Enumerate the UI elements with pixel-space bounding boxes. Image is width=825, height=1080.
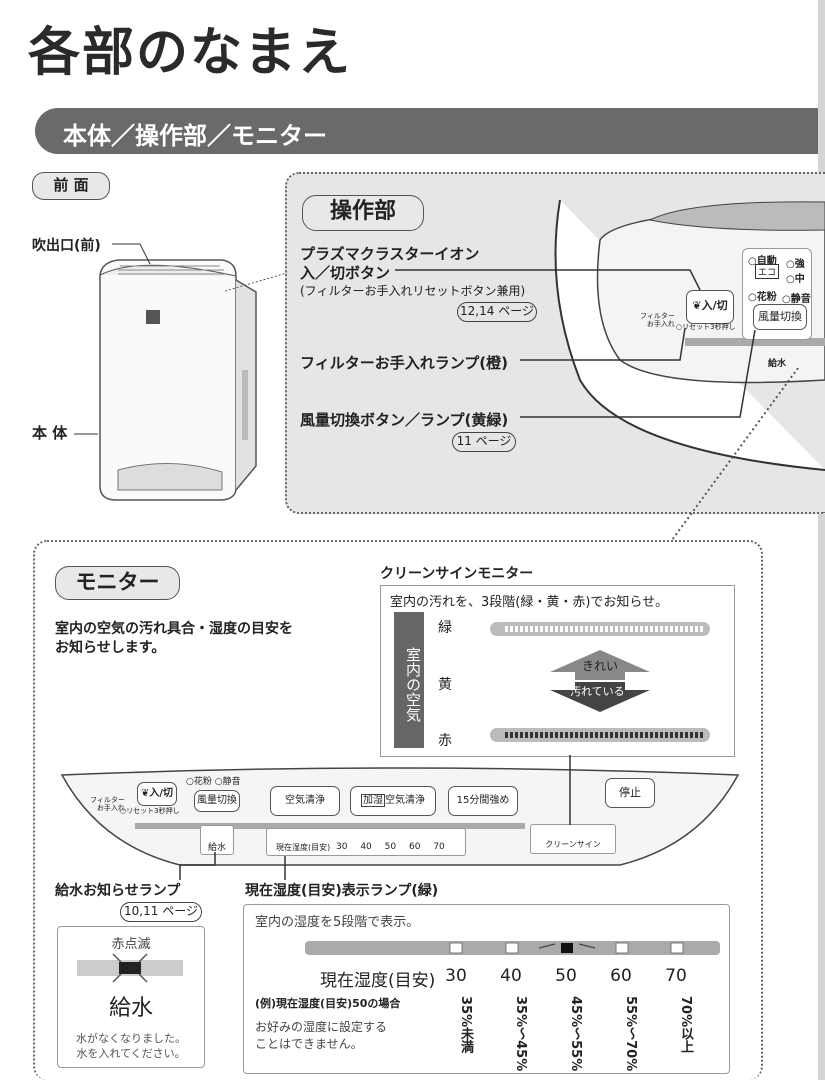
strong-lamp-label: ○強 [786, 259, 805, 270]
water-small-label: 給水 [768, 359, 787, 369]
humid-air-clean-button[interactable]: 加湿空気清浄 [350, 786, 436, 816]
level-yellow: 黄 [438, 677, 452, 693]
control-leaders [395, 269, 756, 418]
filter-lamp-label: フィルターお手入れランプ(橙) [300, 354, 508, 372]
clean-sign-desc: 室内の汚れを、3段階(緑・黄・赤)でお知らせ。 [390, 595, 669, 610]
plasma-icon: ❦ [692, 299, 702, 312]
humidity-desc: 室内の湿度を5段階で表示。 [255, 915, 420, 930]
humidity-row-label: 現在湿度(目安) [320, 971, 436, 991]
humidity-value-60: 60 [610, 966, 632, 986]
humidity-value-40: 40 [500, 966, 522, 986]
monitor-callout [33, 540, 763, 1080]
humidity-lamp-title: 現在湿度(目安)表示ランプ(緑) [245, 883, 439, 899]
monitor-pollen-label: ○花粉 ○静音 [186, 777, 241, 787]
monitor-onoff-button[interactable]: ❦入/切 [137, 782, 177, 806]
humidity-example: (例)現在湿度(目安)50の場合 [255, 997, 401, 1010]
plasma-page-ref[interactable]: 12,14 ページ [457, 302, 537, 322]
monitor-reset-small: ○リセット3秒押し [120, 807, 180, 815]
auto-lamp-label: ○自動 [748, 256, 777, 267]
water-big-label: 給水 [108, 996, 153, 1021]
water-page-ref[interactable]: 10,11 ページ [120, 902, 202, 922]
monitor-desc-1: 室内の空気の汚れ具合・湿度の目安を [55, 621, 293, 637]
level-green: 緑 [438, 620, 452, 636]
monitor-clean-sign-display: クリーンサイン [530, 824, 616, 854]
monitor-humidity-values: 30 40 50 60 70 [336, 842, 445, 852]
humidity-lamp-bar [305, 941, 720, 955]
plasma-note: (フィルターお手入れリセットボタン兼用) [300, 284, 526, 298]
section-heading: 本体／操作部／モニター [35, 108, 825, 154]
control-heading: 操作部 [302, 195, 424, 231]
monitor-leader [671, 368, 799, 541]
clean-sign-title: クリーンサインモニター [380, 566, 534, 582]
humidity-note-2: ことはできません。 [255, 1037, 363, 1051]
monitor-water-lamp: 給水 [200, 825, 234, 855]
air-clean-button[interactable]: 空気清浄 [270, 786, 340, 816]
unit-illustration [74, 243, 257, 501]
page-title: 各部のなまえ [28, 23, 353, 83]
plasma-onoff-button[interactable]: ❦入/切 [686, 290, 734, 324]
page-edge-rule [818, 0, 825, 1080]
monitor-filter-small: フィルターお手入れ [90, 796, 125, 812]
clean-sign-bars [490, 622, 710, 742]
boost-15min-button[interactable]: 15分間強め [448, 786, 518, 816]
outlet-label: 吹出口(前) [32, 238, 101, 254]
stop-button[interactable]: 停止 [605, 778, 655, 808]
monitor-humidity-label: 現在湿度(目安) [276, 843, 331, 852]
level-red: 赤 [438, 733, 452, 749]
water-lamp-box [57, 926, 205, 1068]
fan-page-ref[interactable]: 11 ページ [452, 432, 516, 452]
humidity-value-70: 70 [665, 966, 687, 986]
pollen-lamp-label: ○花粉 [748, 292, 777, 303]
fan-button-label: 風量切換ボタン／ランプ(黄緑) [300, 411, 509, 429]
water-lamp-title: 給水お知らせランプ [55, 883, 181, 899]
humidity-value-50: 50 [555, 966, 577, 986]
monitor-desc-2: お知らせします。 [55, 640, 166, 656]
monitor-fan-switch-button[interactable]: 風量切換 [194, 790, 240, 812]
quiet-lamp-label: ○静音 [782, 294, 811, 305]
arrow-down-label: 汚れている [570, 685, 625, 698]
reset-small-label: ○リセット3秒押し [676, 323, 736, 331]
callout-leader [225, 272, 288, 292]
humidity-value-30: 30 [445, 966, 467, 986]
water-msg-1: 水がなくなりました。 [76, 1032, 186, 1045]
fan-switch-button[interactable]: 風量切換 [753, 304, 807, 330]
monitor-leaders [179, 755, 571, 880]
filter-small-label: フィルターお手入れ [640, 312, 675, 328]
range-70: 70%以上 [678, 996, 693, 1054]
humidity-note-1: お好みの湿度に設定する [255, 1020, 388, 1034]
plasma-label-1: プラズマクラスターイオン [300, 245, 480, 263]
red-blink-label: 赤点滅 [111, 937, 151, 952]
range-30: 35%未満 [458, 996, 473, 1054]
monitor-heading: モニター [55, 566, 180, 600]
water-msg-2: 水を入れてください。 [76, 1047, 186, 1060]
water-lamp-icon [77, 953, 183, 983]
humidity-box [243, 904, 730, 1074]
range-50: 45%〜55% [568, 996, 583, 1072]
body-label: 本 体 [32, 424, 68, 442]
plasma-label-2: 入／切ボタン [300, 264, 391, 282]
mid-lamp-label: ○中 [786, 274, 805, 285]
range-60: 55%〜70% [623, 996, 638, 1072]
room-air-vertical-label: 室内の空気 [394, 612, 424, 748]
range-40: 35%〜45% [513, 996, 528, 1072]
front-tab: 前 面 [32, 172, 110, 200]
plasma-icon: ❦ [140, 788, 150, 799]
eco-lamp-label: エコ [755, 264, 780, 279]
arrow-up-label: きれい [582, 659, 619, 673]
monitor-humidity-display [266, 828, 466, 856]
